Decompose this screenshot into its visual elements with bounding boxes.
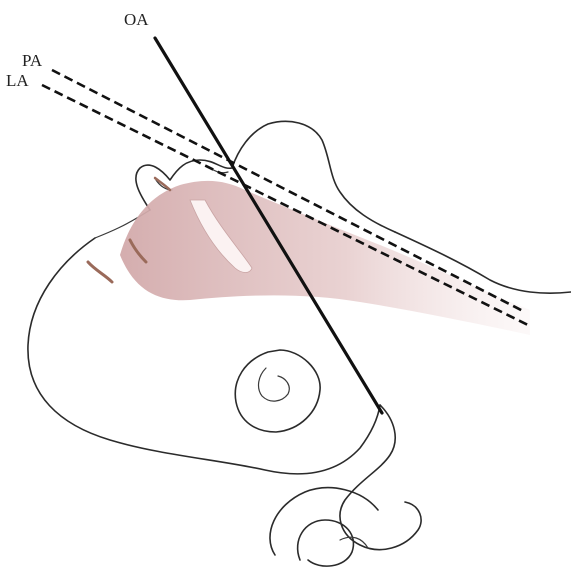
pharyngeal-axis-label: PA <box>22 51 43 70</box>
lip-detail <box>155 178 170 190</box>
axis-labels: OA PA LA <box>6 10 149 90</box>
oral-axis-label: OA <box>124 10 149 29</box>
ear-inner <box>259 368 290 401</box>
airway-fill <box>120 181 530 335</box>
shoulder <box>270 405 421 566</box>
shoulder-outline <box>340 405 421 550</box>
ear <box>235 350 320 432</box>
ear-outline <box>235 350 320 432</box>
laryngeal-axis-label: LA <box>6 71 29 90</box>
nasal-detail <box>88 262 112 282</box>
shoulder-curl-outer <box>270 488 378 555</box>
shoulder-curl-inner <box>298 520 354 566</box>
